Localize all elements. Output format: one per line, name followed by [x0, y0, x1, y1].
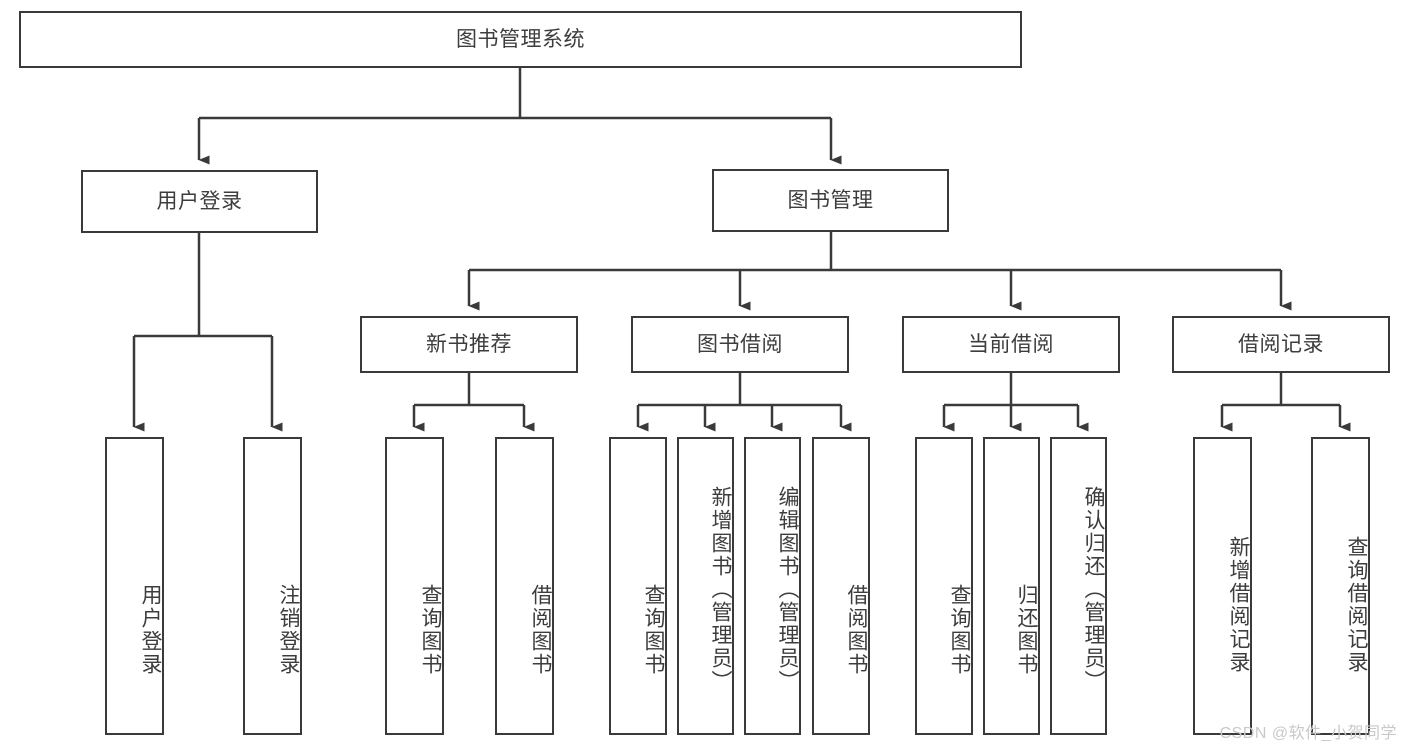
csdn-watermark: CSDN @软件_小贺同学	[1219, 725, 1397, 742]
leaf-current-borrow-confirm-return-admin-label: 确认归还（管理员）	[1082, 485, 1105, 693]
node-book-borrow[interactable]: 图书借阅	[631, 316, 849, 373]
leaf-book-borrow-borrow-book[interactable]: 借阅图书	[812, 437, 870, 735]
leaf-current-borrow-return-book[interactable]: 归还图书	[983, 437, 1040, 735]
node-user-login-label: 用户登录	[156, 189, 243, 213]
leaf-book-borrow-add-book-admin[interactable]: 新增图书（管理员）	[677, 437, 734, 735]
leaf-book-borrow-add-book-admin-label: 新增图书（管理员）	[709, 485, 732, 693]
node-current-borrow[interactable]: 当前借阅	[902, 316, 1120, 373]
leaf-user-login-logout-label: 注销登录	[277, 584, 300, 676]
node-current-borrow-label: 当前借阅	[968, 332, 1054, 356]
node-borrow-record-label: 借阅记录	[1238, 332, 1324, 356]
leaf-current-borrow-confirm-return-admin[interactable]: 确认归还（管理员）	[1050, 437, 1107, 735]
leaf-borrow-record-query-record[interactable]: 查询借阅记录	[1311, 437, 1370, 735]
leaf-current-borrow-query-book[interactable]: 查询图书	[915, 437, 973, 735]
leaf-book-borrow-edit-book-admin[interactable]: 编辑图书（管理员）	[744, 437, 801, 735]
leaf-new-book-borrow-book-label: 借阅图书	[529, 584, 552, 676]
node-root-label: 图书管理系统	[456, 27, 585, 51]
node-book-management[interactable]: 图书管理	[712, 169, 949, 232]
node-new-book-recommend[interactable]: 新书推荐	[360, 316, 578, 373]
leaf-borrow-record-query-record-label: 查询借阅记录	[1345, 536, 1368, 674]
leaf-new-book-query-book-label: 查询图书	[419, 584, 442, 676]
node-borrow-record[interactable]: 借阅记录	[1172, 316, 1390, 373]
leaf-new-book-borrow-book[interactable]: 借阅图书	[495, 437, 554, 735]
node-new-book-recommend-label: 新书推荐	[426, 332, 512, 356]
leaf-book-borrow-borrow-book-label: 借阅图书	[845, 584, 868, 676]
leaf-book-borrow-edit-book-admin-label: 编辑图书（管理员）	[776, 485, 799, 693]
leaf-user-login-login[interactable]: 用户登录	[105, 437, 164, 735]
node-root-book-management-system[interactable]: 图书管理系统	[19, 11, 1022, 68]
leaf-current-borrow-query-book-label: 查询图书	[948, 584, 971, 676]
leaf-borrow-record-add-record[interactable]: 新增借阅记录	[1193, 437, 1252, 735]
leaf-current-borrow-return-book-label: 归还图书	[1015, 584, 1038, 676]
leaf-new-book-query-book[interactable]: 查询图书	[385, 437, 444, 735]
node-book-borrow-label: 图书借阅	[697, 332, 783, 356]
leaf-book-borrow-query-book[interactable]: 查询图书	[609, 437, 667, 735]
leaf-book-borrow-query-book-label: 查询图书	[642, 584, 665, 676]
leaf-user-login-logout[interactable]: 注销登录	[243, 437, 302, 735]
leaf-user-login-login-label: 用户登录	[139, 584, 162, 676]
node-user-login[interactable]: 用户登录	[81, 170, 318, 233]
node-book-management-label: 图书管理	[787, 188, 874, 212]
leaf-borrow-record-add-record-label: 新增借阅记录	[1227, 536, 1250, 674]
